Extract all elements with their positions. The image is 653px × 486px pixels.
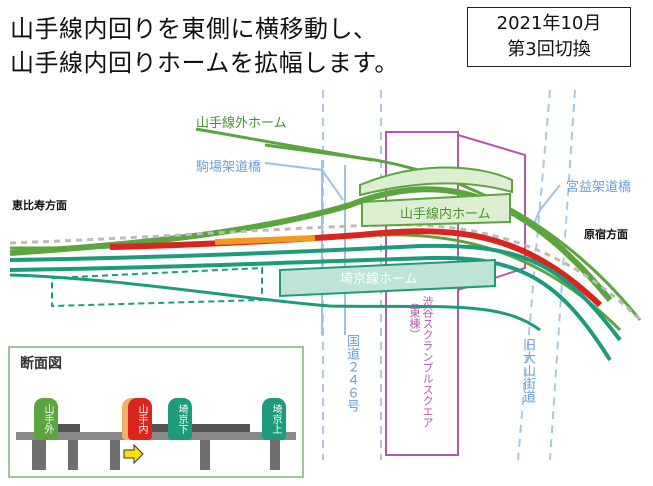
platform-block (50, 424, 80, 432)
saikyo-track-upper (9, 243, 622, 342)
cross-section-inset: 断面図 山手外 山手内 埼京下 埼京上 (8, 346, 304, 478)
scramble-square-outline-east (457, 133, 526, 292)
label-komaba-bridge: 駒場架道橋 (196, 160, 262, 175)
label-scramble-square: 渋谷スクランブルスクエア（東棟） (408, 296, 434, 428)
saikyo-platform-shape (279, 258, 496, 298)
track-saikyo-up: 埼京上 (262, 398, 286, 440)
switchover-date-box: 2021年10月 第3回切換 (467, 7, 631, 67)
komaba-bridge-line (264, 162, 344, 201)
label-route246: 国道２４６号 (344, 334, 359, 412)
cross-section-drawing (16, 424, 296, 470)
miyamasu-bridge-line (531, 184, 561, 229)
shift-arrow-icon (123, 443, 144, 465)
saikyo-track-extra (9, 273, 541, 332)
track-yamanote-inner: 山手内 (128, 398, 152, 440)
dashed-guide-line (517, 89, 551, 461)
yamanote-inner-old (9, 223, 642, 322)
pier (68, 440, 78, 470)
track-yamanote-outer: 山手外 (34, 398, 58, 440)
platform-block (150, 424, 250, 432)
date-box-line2: 第3回切換 (507, 39, 591, 60)
pier (200, 440, 210, 470)
pier (32, 440, 46, 470)
headline: 山手線内回りを東側に横移動し、 山手線内回りホームを拡幅します。 (10, 12, 450, 80)
yamanote-inner-new-red (109, 228, 603, 308)
orange-shift-segment (214, 235, 316, 245)
label-yamanote-inner-platform: 山手線内ホーム (400, 207, 491, 222)
label-ebisu: 恵比寿方面 (12, 199, 67, 212)
headline-line2: 山手線内回りホームを拡幅します。 (10, 49, 399, 77)
saikyo-siding (51, 266, 263, 308)
label-harajuku: 原宿方面 (584, 228, 628, 241)
deck-beam (16, 432, 296, 440)
inset-title: 断面図 (20, 356, 62, 372)
date-box-line1: 2021年10月 (496, 13, 602, 34)
saikyo-track-lower (9, 255, 612, 362)
track-saikyo-down: 埼京下 (168, 398, 192, 440)
label-old-oyama: 旧大山街道 (520, 338, 535, 403)
yamanote-inner-platform-shape (361, 192, 511, 228)
label-yamanote-outer-platform: 山手線外ホーム (196, 116, 287, 131)
yamanote-outer-platform-shape (359, 166, 513, 197)
label-miyamasu-bridge: 宮益架道橋 (566, 180, 632, 195)
scramble-square-outline (385, 131, 459, 456)
pier (110, 440, 120, 470)
outer-platform-leader (195, 127, 373, 162)
pier (270, 440, 280, 470)
label-saikyo-platform: 埼京線ホーム (340, 272, 418, 287)
headline-line1: 山手線内回りを東側に横移動し、 (10, 15, 378, 43)
